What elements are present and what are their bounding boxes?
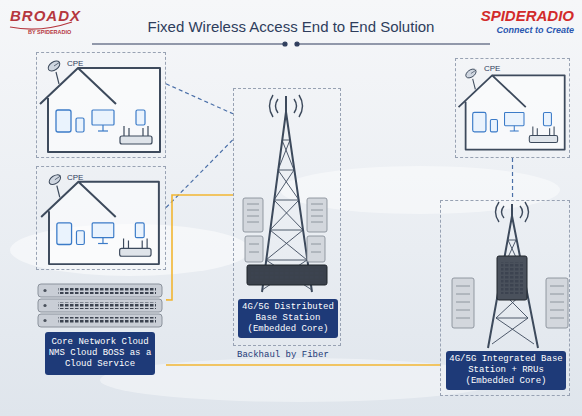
radio-unit-part	[247, 204, 323, 252]
baseband-unit-part	[251, 269, 323, 281]
integrated-tower-illustration-part	[496, 202, 529, 222]
radio-unit-part	[307, 236, 325, 262]
server-stack-part	[38, 314, 162, 327]
baseband-unit	[247, 265, 327, 285]
house-box: CPE	[36, 166, 166, 270]
house-box: CPE	[455, 58, 570, 158]
station-label: 4G/5G Distributed Base Station (Embedded…	[238, 299, 338, 338]
wireless-link	[166, 84, 233, 114]
integrated-tower-illustration	[488, 202, 538, 348]
wireless-link	[512, 158, 513, 200]
radio-unit-part	[307, 198, 327, 232]
base-station-box: 4G/5G Distributed Base Station (Embedded…	[233, 88, 341, 346]
cpe-label: CPE	[67, 59, 83, 69]
radio-unit-part	[245, 236, 263, 262]
house-illustration-part	[41, 173, 159, 264]
house-box: CPE	[36, 52, 166, 158]
title-rule	[92, 42, 490, 46]
server-stack-part	[58, 302, 156, 309]
core-label: Core Network Cloud NMS Cloud BOSS as a C…	[45, 332, 155, 375]
title-rule-part	[299, 43, 490, 44]
brand-logo: BROADX	[10, 7, 81, 25]
brand-byline: BY SPIDERADIO	[28, 29, 71, 36]
radio-unit-part	[243, 198, 263, 232]
core-network-box: Core Network Cloud NMS Cloud BOSS as a C…	[34, 282, 166, 394]
fiber-link	[166, 364, 440, 366]
distributed-tower-illustration	[262, 95, 312, 292]
house-illustration-part	[459, 67, 565, 149]
integrated-unit-part	[497, 256, 527, 300]
distributed-tower-illustration-part	[266, 140, 307, 260]
title-rule-part	[92, 43, 283, 44]
server-stack-part	[58, 287, 156, 294]
server-stack-part	[38, 299, 162, 312]
title-rule-part	[283, 42, 287, 46]
edge-label: Backhaul by Fiber	[237, 350, 329, 361]
wireless-link	[166, 140, 233, 208]
fiber-link	[166, 195, 233, 300]
house-illustration-part	[40, 59, 160, 152]
radio-unit-part	[452, 278, 474, 328]
title-rule-part	[295, 42, 299, 46]
server-stack-part	[43, 304, 46, 307]
cpe-label: CPE	[67, 173, 83, 183]
integrated-tower-illustration-part	[511, 204, 513, 216]
server-stack	[38, 284, 162, 327]
house-illustration	[40, 59, 565, 264]
brand-tagline: Connect to Create	[496, 25, 574, 36]
base-station-box: 4G/5G Integrated Base Station + RRUs (Em…	[440, 200, 570, 396]
integrated-tower-illustration-part	[492, 240, 534, 344]
server-stack-part	[43, 289, 46, 292]
radio-unit	[243, 198, 327, 262]
baseband-unit-part	[247, 265, 327, 285]
cpe-label: CPE	[484, 64, 500, 74]
distributed-tower-illustration-part	[285, 96, 287, 112]
server-stack-part	[38, 284, 162, 297]
radio-unit-part	[546, 278, 568, 328]
integrated-unit-part	[501, 262, 523, 294]
server-stack-part	[58, 317, 156, 324]
distributed-tower-illustration-part	[270, 95, 303, 117]
server-stack-part	[43, 319, 46, 322]
station-label: 4G/5G Integrated Base Station + RRUs (Em…	[446, 351, 566, 390]
brand-logo: SPIDERADIO	[481, 7, 574, 25]
integrated-tower-illustration-part	[496, 240, 528, 318]
integrated-tower-illustration-part	[488, 216, 538, 348]
integrated-unit	[497, 256, 527, 300]
